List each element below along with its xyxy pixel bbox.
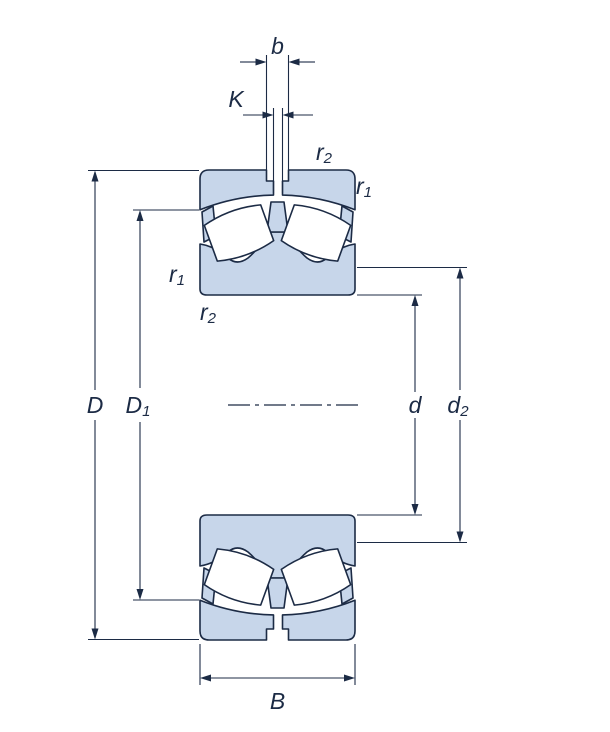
arrowhead bbox=[255, 58, 267, 66]
arrowhead bbox=[411, 295, 419, 306]
dimension-B: B bbox=[199, 644, 356, 714]
label-b: b bbox=[271, 33, 284, 59]
cage-bar-center bbox=[266, 201, 289, 233]
dimension-D1: D1 bbox=[126, 209, 199, 601]
label-r1-outer: r1 bbox=[356, 173, 372, 201]
arrowhead bbox=[200, 674, 211, 682]
label-D1: D1 bbox=[126, 392, 151, 420]
inner-ring-section bbox=[199, 231, 356, 296]
dimension-D: D bbox=[87, 169, 199, 641]
roller-left bbox=[203, 204, 275, 262]
arrowhead bbox=[91, 170, 99, 182]
arrowhead bbox=[91, 628, 99, 640]
arrowhead bbox=[262, 111, 274, 119]
arrowhead bbox=[456, 267, 464, 279]
roller-barrel bbox=[203, 204, 275, 262]
roller-right bbox=[280, 204, 352, 262]
dimension-d2: d2 bbox=[357, 266, 469, 544]
label-r2-outer: r2 bbox=[316, 139, 333, 167]
bearing-half-bottom bbox=[199, 514, 356, 641]
label-D: D bbox=[87, 392, 104, 418]
dimension-K: K bbox=[228, 86, 313, 193]
arrowhead bbox=[136, 210, 144, 221]
arrowhead bbox=[456, 531, 464, 543]
label-K: K bbox=[228, 86, 245, 112]
label-r1-inner: r1 bbox=[169, 261, 185, 289]
arrowhead bbox=[344, 674, 355, 682]
arrowhead bbox=[136, 589, 144, 600]
arrowhead bbox=[282, 111, 294, 119]
dimension-b: b bbox=[240, 33, 315, 170]
arrowhead bbox=[411, 504, 419, 515]
label-B: B bbox=[270, 688, 285, 714]
label-d: d bbox=[409, 392, 423, 418]
arrowhead bbox=[288, 58, 300, 66]
dimension-d: d bbox=[357, 294, 423, 516]
roller-barrel bbox=[280, 204, 352, 262]
bearing-cross-section bbox=[199, 169, 356, 641]
label-d2: d2 bbox=[447, 392, 469, 420]
label-r2-inner: r2 bbox=[200, 299, 217, 327]
bearing-half-top bbox=[199, 169, 356, 296]
